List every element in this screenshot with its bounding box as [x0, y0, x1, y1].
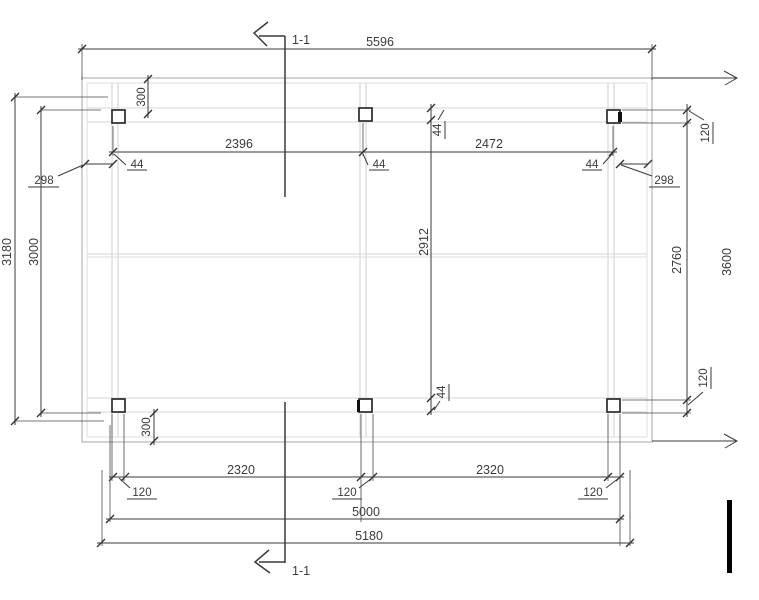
dim-298-left [28, 159, 118, 188]
dim-right-vertical [622, 104, 714, 418]
post-bottom-left [111, 398, 126, 413]
dim-3000 [36, 105, 101, 418]
dim-3600-label: 3600 [720, 248, 734, 276]
dim-120-bottom-mid-label: 120 [337, 487, 356, 499]
scale-bar [727, 500, 732, 573]
dim-120-right-bottom-label: 120 [698, 368, 710, 387]
dim-120-right-top-label: 120 [700, 123, 712, 142]
section-label-bottom: 1-1 [292, 564, 310, 578]
dim-44-post-left [113, 153, 147, 171]
dim-44-beam-bottom-label: 44 [436, 385, 448, 398]
section-line [252, 21, 286, 574]
beam-lines [87, 107, 647, 413]
dim-2320-right-label: 2320 [476, 463, 504, 477]
dim-44-post-right [582, 152, 614, 171]
dim-120-bottom-left-label: 120 [132, 487, 151, 499]
dim-5596 [77, 44, 657, 80]
arrow-right-top-icon [723, 70, 739, 86]
dim-120-bottom-left [118, 477, 157, 500]
dim-298-left-label: 298 [34, 175, 53, 187]
dim-44-beam-top-label: 44 [432, 123, 444, 136]
bottom-extension-lines [101, 414, 631, 546]
dim-44-post-mid [362, 153, 389, 171]
dim-298-right [615, 159, 680, 188]
dim-2760-label: 2760 [670, 246, 684, 274]
dim-120-bottom-right [578, 477, 620, 500]
section-arrow-bottom-icon [253, 549, 271, 574]
dim-3180-label: 3180 [0, 238, 14, 266]
dim-5596-label: 5596 [366, 35, 394, 49]
post-top-left [111, 109, 126, 124]
post-top-right [606, 109, 622, 124]
dim-5180-label: 5180 [355, 529, 383, 543]
dim-center-vertical [426, 103, 450, 416]
dim-44-post-left-label: 44 [131, 159, 144, 171]
dim-3180 [10, 92, 108, 426]
dim-300-bottom-label: 300 [141, 417, 153, 436]
section-arrow-top-icon [252, 21, 269, 47]
dim-44-post-right-label: 44 [586, 159, 599, 171]
dim-120-bottom-right-label: 120 [583, 487, 602, 499]
dim-44-post-mid-label: 44 [373, 159, 386, 171]
dim-2912-label: 2912 [417, 228, 431, 256]
arrow-right-bottom-icon [723, 433, 739, 449]
dim-2396-2472 [108, 123, 618, 157]
section-label-top: 1-1 [292, 33, 310, 47]
dim-3600-arrows [652, 70, 739, 449]
dim-3000-label: 3000 [27, 238, 41, 266]
post-bottom-right [606, 398, 621, 413]
dim-2472-label: 2472 [475, 137, 503, 151]
dim-298-right-label: 298 [654, 175, 673, 187]
roof-outline [81, 77, 653, 443]
post-top-middle [358, 107, 373, 122]
dim-2396-label: 2396 [225, 137, 253, 151]
dim-300-top [143, 74, 153, 119]
dim-2320-left-label: 2320 [227, 463, 255, 477]
post-bottom-middle [357, 398, 373, 413]
rafter-lines [111, 83, 615, 437]
dim-300-bottom [149, 408, 159, 446]
dim-5000-label: 5000 [352, 505, 380, 519]
dim-300-top-label: 300 [136, 87, 148, 106]
dim-2320-chain [108, 472, 625, 482]
